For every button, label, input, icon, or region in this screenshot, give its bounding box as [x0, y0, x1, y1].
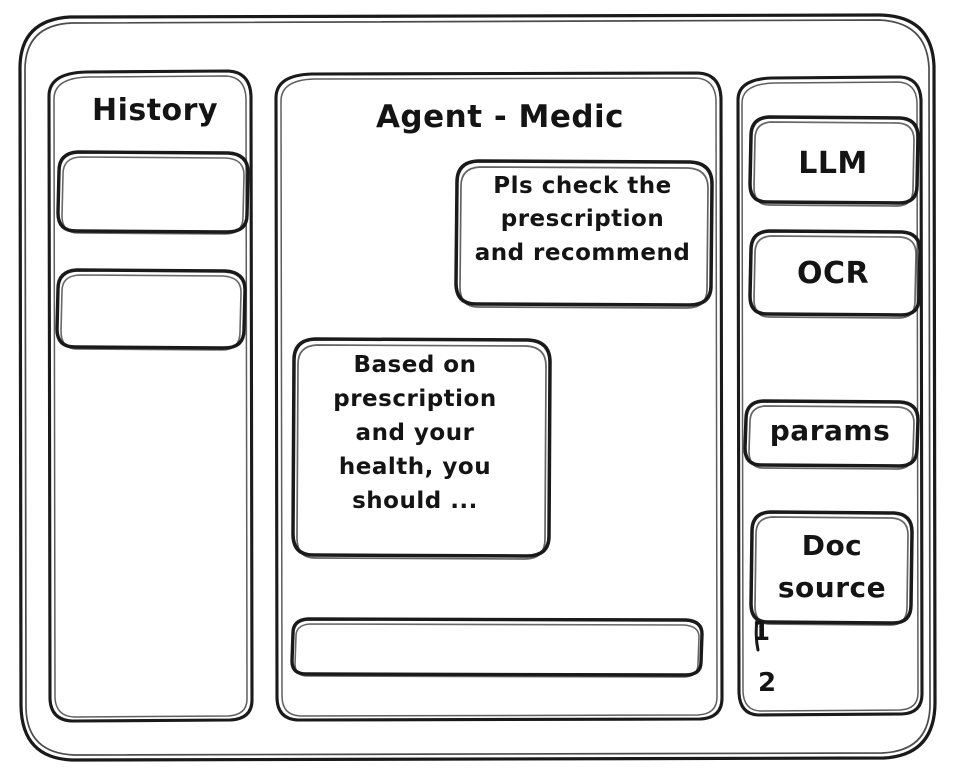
user-message-text: Pls check the prescription and recommend — [474, 173, 691, 266]
history-item-1[interactable] — [57, 151, 249, 234]
composer-input[interactable] — [291, 618, 703, 678]
doc-source-item-1[interactable]: 1 — [752, 617, 771, 647]
tool-ocr-label: OCR — [796, 256, 870, 291]
history-item-2[interactable] — [56, 269, 246, 351]
tool-params-button[interactable] — [744, 400, 919, 470]
tool-params-label: params — [769, 414, 891, 447]
assistant-message-bubble — [292, 338, 551, 560]
sidebar-title: History — [91, 93, 219, 128]
assistant-message-text: Based on prescription and your health, y… — [333, 352, 497, 515]
tool-llm-label: LLM — [798, 146, 868, 181]
doc-source-card[interactable] — [750, 511, 913, 626]
doc-source-label: Doc source — [777, 529, 887, 604]
doc-source-item-2[interactable]: 2 — [758, 668, 777, 698]
page-title: Agent - Medic — [375, 99, 625, 135]
tool-ocr-button[interactable] — [749, 230, 921, 319]
tool-llm-button[interactable] — [749, 116, 919, 207]
user-message-bubble — [455, 160, 713, 309]
